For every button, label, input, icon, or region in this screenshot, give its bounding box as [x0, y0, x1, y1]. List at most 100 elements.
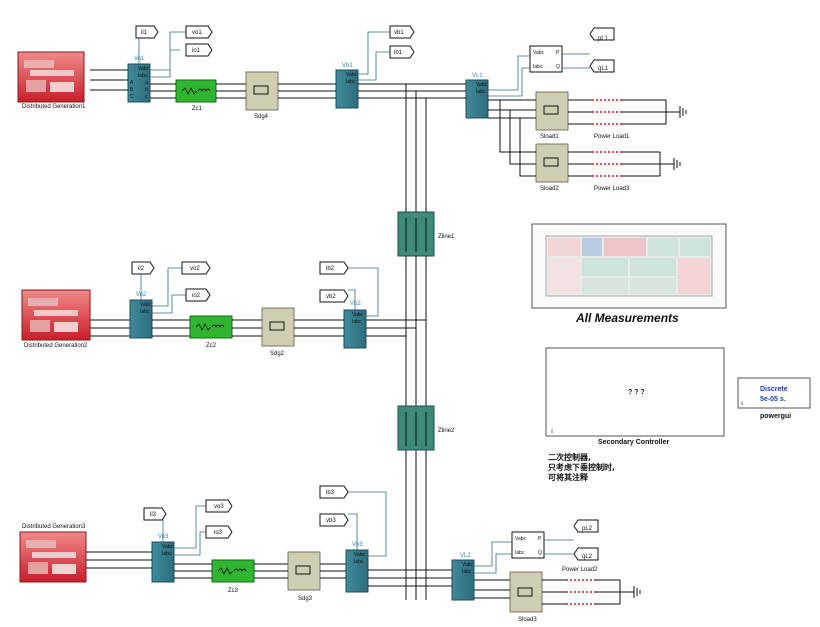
- sload3-switch[interactable]: Sload3: [509, 571, 543, 623]
- all-measurements-block[interactable]: All Measurements: [531, 223, 727, 325]
- sdg2-switch[interactable]: Sdg2: [261, 307, 295, 357]
- controller-label: Secondary Controller: [598, 439, 669, 446]
- tag-vo3: [205, 499, 233, 513]
- zc2-label: Zc2: [206, 343, 217, 349]
- svg-text:vb2: vb2: [326, 294, 336, 300]
- svg-text:A: A: [130, 80, 134, 86]
- svg-text:可将其注释: 可将其注释: [548, 472, 589, 482]
- vo2-label: Vo2: [136, 292, 147, 298]
- powergui-label: powergui: [760, 413, 791, 420]
- tag-vo2: [181, 261, 211, 275]
- svg-text:只考虑下垂控制时,: 只考虑下垂控制时,: [548, 462, 615, 472]
- sload2-label: Sload2: [540, 186, 559, 192]
- svg-text:Iabc: Iabc: [462, 569, 472, 575]
- tag-ql1: [589, 59, 615, 73]
- svg-text:Iabc: Iabc: [533, 64, 543, 70]
- tag-il1: [135, 25, 159, 39]
- vl2-label: VL2: [460, 553, 471, 559]
- all-measurements-title: All Measurements: [575, 311, 679, 325]
- ground1-icon: [665, 100, 687, 124]
- svg-text:pL2: pL2: [582, 526, 593, 532]
- svg-text:a: a: [145, 80, 148, 86]
- dg2-block[interactable]: Distributed Generation2: [21, 289, 91, 349]
- zc3-impedance[interactable]: Zc3: [211, 559, 255, 594]
- svg-text:P: P: [556, 50, 560, 56]
- zc3-label: Zc3: [228, 588, 239, 594]
- tag-pl2: [573, 519, 599, 533]
- svg-text:Vabc: Vabc: [352, 312, 364, 318]
- zline2[interactable]: Zline2: [397, 405, 455, 451]
- svg-text:Iabc: Iabc: [346, 79, 356, 85]
- tag-ib2: [319, 261, 349, 275]
- svg-text:vo3: vo3: [214, 504, 224, 510]
- sdg3-switch[interactable]: Sdg3: [287, 551, 321, 602]
- power-load3-label: Power Load3: [594, 186, 630, 192]
- dg3-block[interactable]: Distributed Generation3: [19, 524, 87, 583]
- zline2-label: Zline2: [438, 428, 455, 434]
- svg-text:Iabc: Iabc: [476, 89, 486, 95]
- svg-text:qL2: qL2: [582, 554, 593, 560]
- svg-text:Vabc: Vabc: [346, 72, 358, 78]
- vb3-label: Vb3: [352, 542, 363, 548]
- zline1[interactable]: Zline1: [397, 211, 455, 257]
- power-load1-label: Power Load1: [594, 134, 630, 140]
- vo3-label: Vo3: [158, 534, 169, 540]
- svg-text:vo1: vo1: [192, 30, 202, 36]
- tag-pl1: [589, 27, 615, 41]
- sload1-switch[interactable]: Sload1: [535, 91, 569, 140]
- svg-text:vb3: vb3: [326, 518, 336, 524]
- tag-vb3: [319, 513, 349, 527]
- sdg2-label: Sdg2: [270, 351, 285, 357]
- dg3-label: Distributed Generation3: [22, 524, 86, 530]
- zc2-impedance[interactable]: Zc2: [189, 315, 233, 349]
- svg-text:Vabc: Vabc: [138, 66, 150, 72]
- dg2-label: Distributed Generation2: [24, 343, 88, 349]
- svg-text:Vabc: Vabc: [354, 552, 366, 558]
- sload3-label: Sload3: [518, 617, 537, 623]
- svg-text:Iabc: Iabc: [162, 551, 172, 557]
- svg-text:il1: il1: [141, 30, 148, 36]
- tag-io3: [205, 525, 233, 539]
- tag-il2: [131, 261, 155, 275]
- tag-io1: [185, 43, 213, 57]
- sdg4-label: Sdg4: [254, 114, 269, 120]
- tag-io2: [185, 288, 211, 302]
- powergui-step: 5e-05 s.: [760, 396, 786, 403]
- svg-text:ib3: ib3: [326, 490, 335, 496]
- tag-ql2: [573, 547, 599, 561]
- svg-text:Vabc: Vabc: [476, 82, 488, 88]
- sdg4-switch[interactable]: Sdg4: [245, 71, 279, 120]
- svg-text:Iabc: Iabc: [354, 559, 364, 565]
- secondary-controller-block[interactable]: ? ? ? ⇩ Secondary Controller: [545, 347, 725, 446]
- ground3-icon: [619, 580, 641, 604]
- sload2-switch[interactable]: Sload2: [535, 143, 569, 192]
- svg-text:qL1: qL1: [598, 66, 609, 72]
- sload1-label: Sload1: [540, 134, 559, 140]
- svg-text:io3: io3: [214, 530, 223, 536]
- power-load3[interactable]: Power Load3: [592, 151, 630, 192]
- svg-text:⇩: ⇩: [740, 401, 744, 407]
- svg-text:Vabc: Vabc: [140, 302, 152, 308]
- svg-text:il2: il2: [138, 266, 145, 272]
- svg-text:io2: io2: [192, 293, 201, 299]
- svg-text:ib1: ib1: [394, 50, 403, 56]
- tag-il3: [143, 507, 167, 521]
- svg-text:Vabc: Vabc: [162, 544, 174, 550]
- zc1-label: Zc1: [192, 106, 203, 112]
- dg1-block[interactable]: Distributed Generation1: [17, 51, 86, 110]
- svg-text:vb1: vb1: [394, 30, 404, 36]
- power-load1[interactable]: Power Load1: [592, 99, 630, 140]
- power-load2[interactable]: Power Load2: [562, 567, 598, 605]
- zc1-impedance[interactable]: Zc1: [175, 79, 217, 112]
- svg-text:vo2: vo2: [190, 266, 200, 272]
- powergui-block[interactable]: Discrete 5e-05 s. ⇩ powergui: [737, 377, 811, 420]
- controller-note: 二次控制器, 只考虑下垂控制时, 可将其注释: [548, 452, 615, 482]
- vb2-label: Vb2: [350, 301, 361, 307]
